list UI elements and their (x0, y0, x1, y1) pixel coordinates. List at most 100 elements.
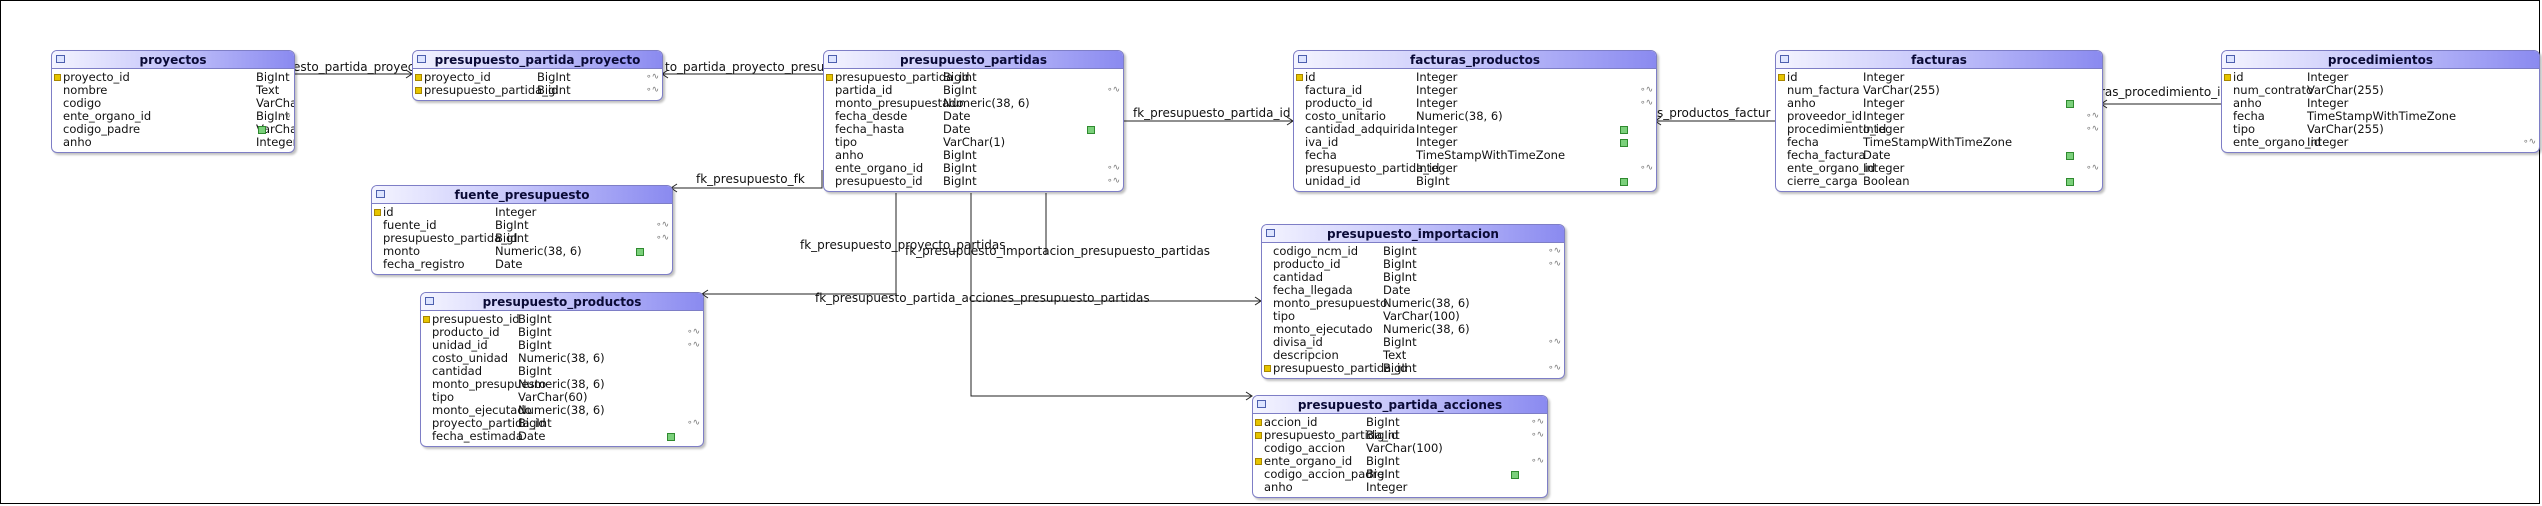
column-row[interactable]: codigoVarChar(20) (52, 97, 294, 110)
entity-header[interactable]: presupuesto_importacion (1262, 225, 1564, 243)
rel-label-2[interactable]: to_partida_proyecto_presup (665, 60, 832, 74)
entity-header[interactable]: facturas_productos (1294, 51, 1656, 69)
rel-label-5[interactable]: ras_procedimiento_id (2100, 85, 2229, 99)
rel-label-6[interactable]: fk_presupuesto_fk (696, 172, 805, 186)
entity-header[interactable]: proyectos (52, 51, 294, 69)
rel-label-4[interactable]: s_productos_factur (1657, 106, 1771, 120)
entity-header[interactable]: procedimientos (2222, 51, 2539, 69)
entity-header[interactable]: presupuesto_partida_acciones (1253, 396, 1547, 414)
rel-label-7[interactable]: fk_presupuesto_proyecto_partidas (800, 238, 1006, 252)
rel-label-9[interactable]: fk_presupuesto_partida_acciones_presupue… (815, 291, 1150, 305)
column-row[interactable]: codigo_padreVarChar(20) (52, 123, 294, 136)
rel-label-8[interactable]: fk_presupuesto_importacion_presupuesto_p… (905, 244, 1211, 258)
entity-header[interactable]: presupuesto_partidas (824, 51, 1123, 69)
entity-header[interactable]: presupuesto_partida_proyecto (413, 51, 662, 69)
entity-header[interactable]: facturas (1776, 51, 2102, 69)
entity-header[interactable]: fuente_presupuesto (372, 186, 672, 204)
rel-label-1[interactable]: esto_partida_proyecto (293, 60, 427, 74)
rel-label-3[interactable]: fk_presupuesto_partida_id (1133, 106, 1291, 120)
entity-presupuesto-partidas[interactable]: presupuesto_partidas presupuesto_partida_… (823, 50, 1124, 192)
entity-header[interactable]: presupuesto_productos (421, 293, 703, 311)
